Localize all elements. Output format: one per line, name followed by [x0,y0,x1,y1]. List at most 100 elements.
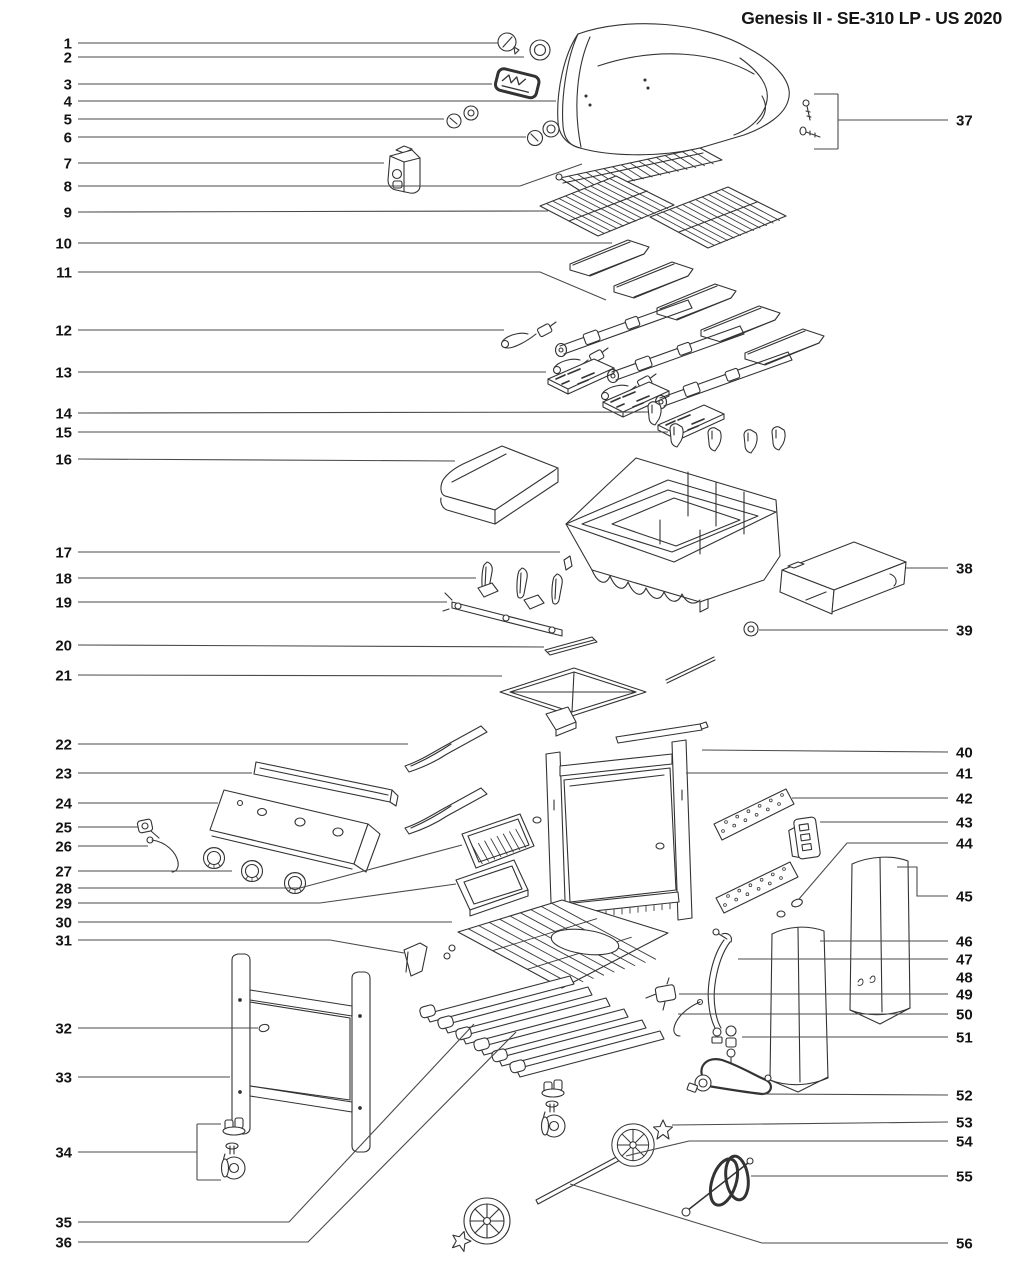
part-number-32: 32 [55,1021,72,1038]
part-number-30: 30 [55,915,72,932]
part-lid [557,23,790,156]
part-lid-discs [526,120,560,147]
leader-line-20 [77,644,545,648]
part-fitting-stack [725,1025,737,1065]
part-number-5: 5 [64,112,72,129]
part-number-36: 36 [55,1235,72,1252]
leader-line-16 [77,458,456,462]
part-number-45: 45 [956,889,973,906]
part-weber-logo [493,67,541,100]
part-number-15: 15 [55,425,72,442]
part-hose [707,932,732,1044]
part-number-42: 42 [956,791,973,808]
part-number-4: 4 [64,94,73,111]
part-number-55: 55 [956,1169,973,1186]
part-frame-side-panel [532,739,693,933]
part-clip-single [647,401,662,426]
part-number-26: 26 [55,839,72,856]
leader-line-8 [78,163,583,187]
part-flavorizer-bars [569,239,825,366]
leader-line-53 [671,1121,949,1126]
part-panel-trim [253,761,399,807]
part-number-24: 24 [55,796,72,813]
part-knob-small [743,621,759,637]
leader-line-9 [77,210,549,213]
part-number-2: 2 [64,50,72,67]
part-number-13: 13 [55,365,72,382]
callouts: 1234567891011121314151617181920212223242… [55,36,973,1253]
leader-line-54 [625,1140,948,1157]
part-number-56: 56 [956,1236,973,1253]
leader-line-14 [77,411,649,414]
part-number-14: 14 [55,406,72,423]
part-wedge-bracket [403,942,428,977]
part-number-38: 38 [956,561,973,578]
part-number-33: 33 [55,1070,72,1087]
leader-line-36 [78,1031,517,1243]
part-number-3: 3 [64,77,72,94]
part-number-18: 18 [55,571,72,588]
part-igniter-button [136,818,160,839]
part-number-28: 28 [55,881,72,898]
part-number-44: 44 [956,836,973,853]
part-thermometer [497,32,520,55]
part-small-clips [712,898,803,940]
part-caster-lock-right [541,1079,565,1098]
part-number-21: 21 [55,668,72,685]
part-number-53: 53 [956,1115,973,1132]
part-number-47: 47 [956,952,973,969]
part-number-9: 9 [64,205,72,222]
part-bent-wire [673,998,704,1037]
leader-line-56 [569,1183,948,1244]
part-frame-clip [258,1023,270,1033]
part-number-10: 10 [55,236,72,253]
part-number-54: 54 [956,1134,973,1151]
leader-line-35 [78,1023,475,1223]
part-enclosure-panels [769,856,911,1093]
part-wheel-rear [611,1123,655,1167]
part-tank-grate [443,899,669,989]
part-number-43: 43 [956,815,973,832]
leader-line-44 [798,842,948,900]
part-caster-right [540,1100,566,1138]
part-number-34: 34 [55,1145,72,1162]
part-trim-rail [544,636,598,656]
leader-line-45 [897,866,948,897]
part-number-51: 51 [956,1030,973,1047]
part-utensil-basket [461,813,535,869]
leader-line-21 [77,674,503,677]
part-heat-deflectors [547,358,725,441]
part-grommet [529,39,551,61]
part-number-39: 39 [956,623,973,640]
part-number-20: 20 [55,638,72,655]
part-number-25: 25 [55,820,72,837]
part-number-50: 50 [956,1007,973,1024]
part-number-19: 19 [55,595,72,612]
part-hanger-hooks [481,561,563,605]
part-rod [665,656,716,684]
part-number-8: 8 [64,179,72,196]
part-bottom-slats [418,975,665,1078]
part-number-49: 49 [956,987,973,1004]
part-cross-brace [615,721,709,744]
diagram-title: Genesis II - SE-310 LP - US 2020 [741,8,1002,28]
part-number-1: 1 [64,36,72,53]
part-cooking-grates [539,175,787,249]
part-number-16: 16 [55,452,72,469]
part-axle [535,1153,625,1205]
part-grease-tray [499,667,647,737]
leader-line-28 [78,844,463,889]
part-number-7: 7 [64,156,72,173]
leader-line-31 [78,939,405,954]
part-number-22: 22 [55,737,72,754]
part-battery-bracket [788,816,821,860]
part-grease-pan-assembly [779,541,907,615]
part-number-12: 12 [55,323,72,340]
part-igniter-module [387,145,421,194]
leader-line-52 [761,1093,949,1096]
part-caster-left [220,1142,246,1180]
part-valve [645,977,677,1011]
leader-line-11 [78,271,607,301]
part-lid-screws [799,99,821,138]
